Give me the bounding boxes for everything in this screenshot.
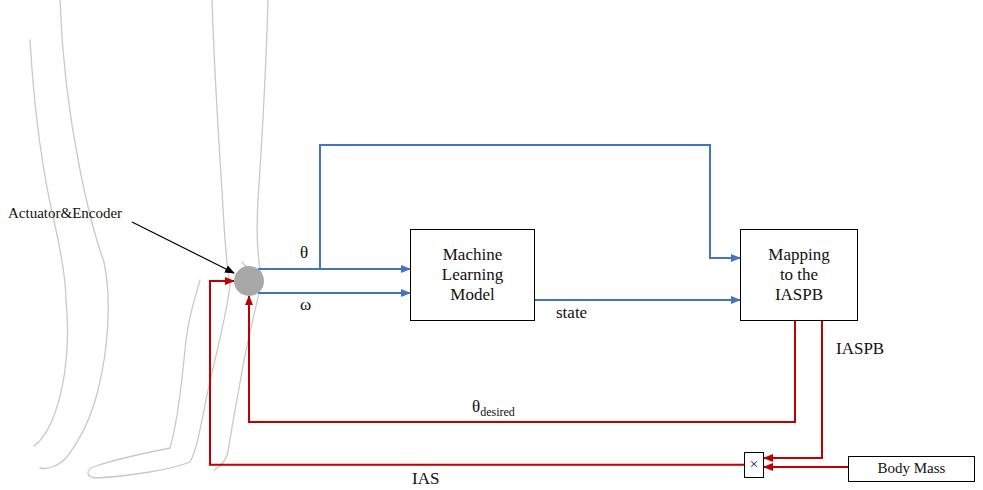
multiply-box: ×	[744, 452, 764, 478]
process-box: Mapping to the IASPB	[740, 229, 858, 321]
box-text: Body Mass	[878, 460, 946, 478]
signal-label: θdesired	[470, 398, 517, 420]
signal-label: IAS	[410, 470, 441, 489]
actuator-encoder: Actuator&Encoder	[234, 266, 264, 296]
control-line	[764, 466, 848, 468]
input-box: Body Mass	[848, 456, 975, 482]
signal-label: θ	[298, 244, 310, 263]
part-label: Actuator&Encoder	[8, 205, 122, 222]
signal-label: state	[554, 304, 589, 323]
box-text: Machine Learning Model	[433, 245, 512, 305]
box-text: ×	[750, 456, 758, 474]
signal-label: ω	[298, 296, 313, 315]
signal-line	[535, 299, 740, 301]
box-text: Mapping to the IASPB	[764, 245, 834, 305]
control-line	[764, 321, 822, 458]
signal-label: IASPB	[834, 340, 886, 359]
leader-line	[132, 222, 234, 273]
signal-line	[258, 292, 410, 294]
process-box: Machine Learning Model	[410, 229, 535, 321]
